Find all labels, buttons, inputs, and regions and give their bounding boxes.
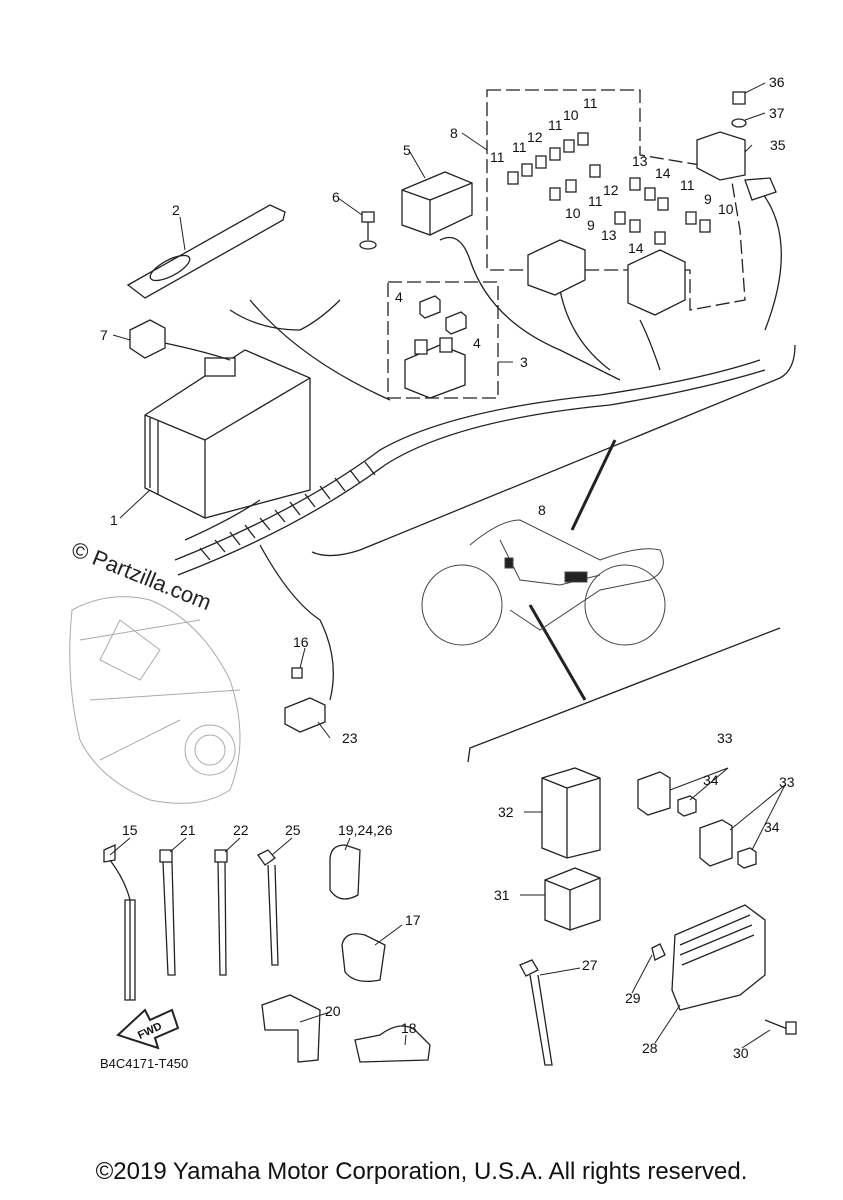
label-33a: 33 (717, 730, 733, 746)
diagram-code: B4C4171-T450 (100, 1056, 188, 1071)
regulator-28 (651, 904, 797, 1035)
label-8a: 8 (450, 125, 458, 141)
label-16: 16 (293, 634, 309, 650)
label-19-24-26: 19,24,26 (338, 822, 393, 838)
relay-assembly (404, 337, 466, 399)
label-18: 18 (401, 1020, 417, 1036)
motorcycle-sketch (421, 519, 666, 646)
label-12a: 12 (527, 129, 543, 145)
label-11e: 11 (588, 193, 603, 209)
connector-7 (129, 319, 166, 359)
label-17: 17 (405, 912, 421, 928)
label-13b: 13 (601, 227, 617, 243)
battery (144, 349, 311, 519)
label-13a: 13 (632, 153, 648, 169)
label-33b: 33 (779, 774, 795, 790)
label-9a: 9 (587, 217, 595, 233)
label-5: 5 (403, 142, 411, 158)
small-fuses (507, 132, 711, 245)
battery-band (126, 204, 286, 299)
label-25: 25 (285, 822, 301, 838)
label-21: 21 (180, 822, 196, 838)
starter-relay (401, 171, 473, 236)
label-11a: 11 (490, 149, 505, 165)
label-28: 28 (642, 1040, 658, 1056)
fwd-arrow-icon (116, 1008, 180, 1050)
label-20: 20 (325, 1003, 341, 1019)
fuse-group-8 (486, 89, 746, 311)
label-3: 3 (520, 354, 528, 370)
label-11b: 11 (512, 139, 527, 155)
label-23: 23 (342, 730, 358, 746)
engine-sketch (69, 596, 241, 804)
label-36: 36 (769, 74, 785, 90)
leader-lines (109, 82, 786, 1049)
label-4b: 4 (473, 335, 481, 351)
copyright-notice: ©2019 Yamaha Motor Corporation, U.S.A. A… (95, 1158, 748, 1185)
label-14a: 14 (655, 165, 671, 181)
label-35: 35 (770, 137, 786, 153)
sensor-23 (284, 667, 326, 733)
clamps (261, 844, 431, 1063)
label-10b: 10 (565, 205, 581, 221)
label-29: 29 (625, 990, 641, 1006)
label-32: 32 (498, 804, 514, 820)
sensor-35 (696, 91, 777, 201)
label-27: 27 (582, 957, 598, 973)
label-34b: 34 (764, 819, 780, 835)
label-1: 1 (110, 512, 118, 528)
relay-group-3 (387, 281, 499, 399)
leader-line-main (570, 439, 617, 531)
unit-31 (544, 867, 601, 931)
divider-line-top (311, 344, 796, 557)
label-11c: 11 (548, 117, 563, 133)
fuse-box-left (527, 239, 586, 296)
fuse-box-right (627, 249, 686, 316)
label-6: 6 (332, 189, 340, 205)
label-14b: 14 (628, 240, 644, 256)
label-15: 15 (122, 822, 138, 838)
label-30: 30 (733, 1045, 749, 1061)
divider-line-bottom (467, 627, 781, 763)
label-2: 2 (172, 202, 180, 218)
callout-labels: 1 2 3 4 4 5 6 7 8 8 9 9 10 10 10 11 11 1… (68, 74, 795, 1071)
label-12b: 12 (603, 182, 619, 198)
label-37: 37 (769, 105, 785, 121)
cable-ties (103, 843, 553, 1066)
connectors-33 (637, 771, 757, 869)
label-7: 7 (100, 327, 108, 343)
label-31: 31 (494, 887, 510, 903)
unit-32 (541, 767, 601, 859)
watermark: © Partzilla.com (68, 536, 215, 615)
label-4a: 4 (395, 289, 403, 305)
label-8b: 8 (538, 502, 546, 518)
label-11f: 11 (680, 177, 695, 193)
leader-line-lower (528, 604, 587, 701)
label-10a: 10 (563, 107, 579, 123)
label-9b: 9 (704, 191, 712, 207)
label-34a: 34 (703, 772, 719, 788)
fuses-4 (419, 295, 467, 335)
label-22: 22 (233, 822, 249, 838)
bolt-6 (359, 211, 377, 250)
label-11d: 11 (583, 95, 598, 111)
label-10c: 10 (718, 201, 734, 217)
wire-harness (149, 189, 782, 701)
